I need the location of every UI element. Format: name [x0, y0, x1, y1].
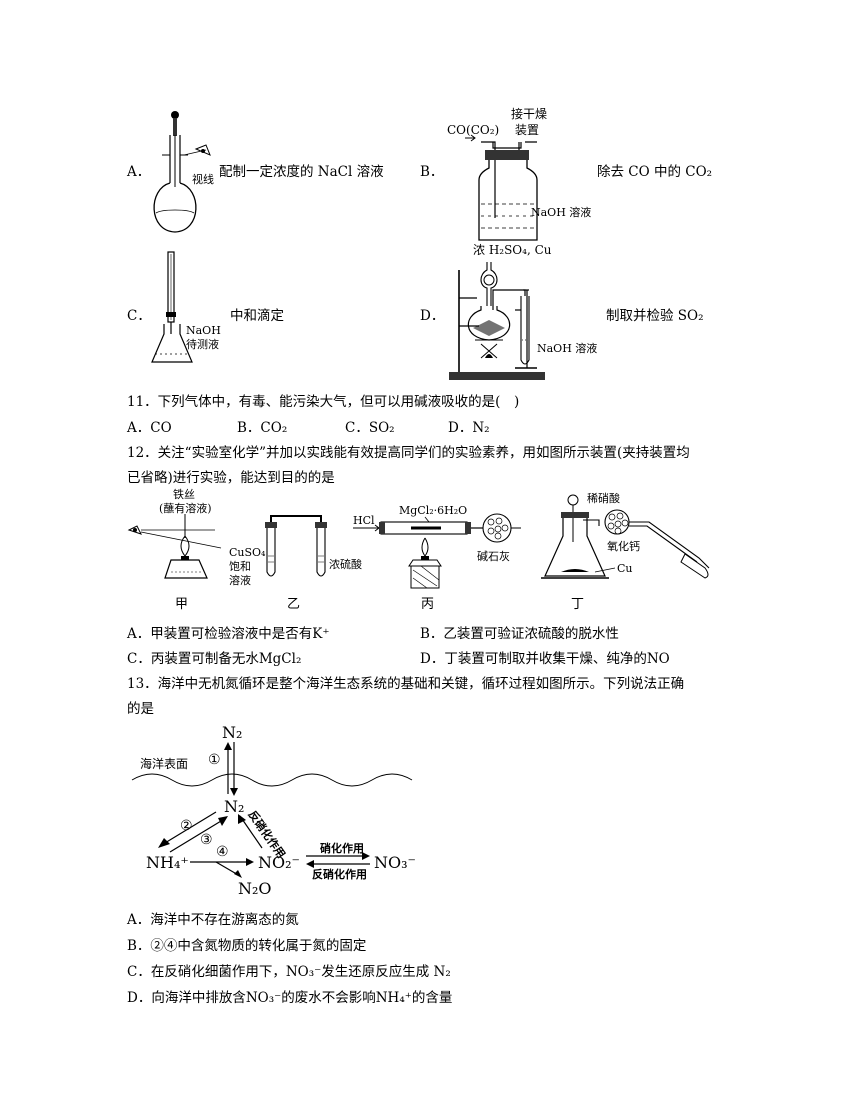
q12-bing-mgcl2-label: MgCl₂·6H₂O [399, 504, 467, 517]
q12-yi-label-3: 溶液 [229, 573, 251, 587]
q13-step-1: ① [208, 752, 221, 768]
q13-step-3: ③ [200, 832, 213, 848]
q10-c-solution-label: 待测液 [186, 337, 219, 351]
q13-nitrogen-cycle-diagram: N₂ 海洋表面 ① N₂ ② ③ 反硝化作用 NH₄⁺ ④ N₂O NO₂⁻ 硝… [131, 723, 416, 898]
q10-d-so2-apparatus-figure: 浓 H₂SO₄, Cu NaOH 溶液 [449, 243, 597, 380]
q13-option-b: B．②④中含氮物质的转化属于氮的固定 [127, 938, 367, 954]
q10-b-outlet-label-1: 接干燥 [511, 106, 547, 121]
q12-yi-label-1: CuSO₄ [229, 546, 266, 559]
q12-yi-label-2: 饱和 [229, 559, 251, 573]
q10-c-naoh-label: NaOH [186, 324, 221, 337]
q10-a-volumetric-flask-figure: 视线 [153, 111, 214, 233]
q12-option-c: C．丙装置可制备无水MgCl₂ [127, 651, 302, 667]
q10-a-letter: A． [127, 164, 151, 180]
q10-b-inlet-label: CO(CO₂) [447, 123, 499, 137]
q12-bing-lime-label: 碱石灰 [477, 549, 510, 563]
q13-n2o: N₂O [238, 879, 272, 898]
q12-yi-test-tube-figure: CuSO₄ 饱和 溶液 浓硫酸 [229, 515, 362, 587]
q12-bing-heating-tube-figure: HCl MgCl₂·6H₂O 碱石灰 [353, 504, 521, 589]
q10-a-sight-line-label: 视线 [192, 172, 214, 186]
q13-n2-top: N₂ [222, 723, 242, 742]
q13-stem-line-2: 的是 [127, 701, 154, 717]
q12-caption-ding: 丁 [571, 597, 584, 612]
q12-stem-line-2: 已省略)进行实验，能达到目的的是 [127, 470, 335, 486]
q10-d-caption: 制取并检验 SO₂ [606, 308, 704, 324]
q11-option-a: A．CO [127, 420, 172, 436]
q13-option-c: C．在反硝化细菌作用下，NO₃⁻发生还原反应生成 N₂ [127, 964, 451, 980]
q10-d-solution-label: NaOH 溶液 [537, 341, 597, 355]
q12-option-a: A．甲装置可检验溶液中是否有K⁺ [127, 626, 330, 642]
q12-ding-cao-label: 氧化钙 [607, 539, 640, 553]
q13-option-d: D．向海洋中排放含NO₃⁻的废水不会影响NH₄⁺的含量 [127, 990, 453, 1006]
q13-denitrification-label: 反硝化作用 [312, 867, 367, 881]
q13-option-a: A．海洋中不存在游离态的氮 [127, 912, 299, 928]
q13-no2: NO₂⁻ [258, 853, 300, 872]
q13-nitrification-label: 硝化作用 [320, 841, 364, 855]
q11-stem: 11．下列气体中，有毒、能污染大气，但可以用碱液吸收的是( ) [127, 394, 520, 410]
q12-caption-bing: 丙 [421, 597, 434, 612]
q12-caption-yi: 乙 [287, 597, 300, 612]
q13-step-4: ④ [216, 844, 229, 860]
q10-d-letter: D． [420, 308, 445, 324]
q10-a-caption: 配制一定浓度的 NaCl 溶液 [219, 164, 384, 180]
q12-caption-jia: 甲 [175, 597, 188, 612]
q10-d-reagent-label: 浓 H₂SO₄, Cu [473, 243, 552, 257]
q12-stem-line-1: 12．关注“实验室化学”并加以实践能有效提高同学们的实验素养，用如图所示装置(夹… [127, 445, 690, 461]
q12-ding-acid-label: 稀硝酸 [587, 491, 620, 505]
q12-bing-hcl-label: HCl [353, 514, 375, 527]
q10-b-solution-label: NaOH 溶液 [531, 205, 591, 219]
q13-sea-surface-label: 海洋表面 [140, 756, 188, 771]
q10-b-caption: 除去 CO 中的 CO₂ [597, 164, 713, 180]
q12-ding-cu-label: Cu [617, 562, 633, 575]
q12-jia-label-2: (蘸有溶液) [159, 501, 212, 515]
q10-b-letter: B． [420, 164, 444, 180]
q12-ding-flask-figure: 稀硝酸 氧化钙 Cu [541, 491, 710, 579]
q10-b-gas-washing-bottle-figure: CO(CO₂) 接干燥 装置 NaOH 溶液 [447, 106, 591, 241]
q12-yi-label-4: 浓硫酸 [329, 557, 362, 571]
q11-option-c: C．SO₂ [345, 420, 395, 436]
q11-option-d: D．N₂ [448, 420, 490, 436]
q13-no3: NO₃⁻ [374, 853, 416, 872]
q10-c-letter: C． [127, 308, 151, 324]
q13-nh4: NH₄⁺ [146, 853, 189, 872]
q10-c-titration-figure: NaOH 待测液 [151, 251, 221, 363]
q10-c-caption: 中和滴定 [230, 308, 284, 324]
q11-option-b: B．CO₂ [237, 420, 288, 436]
q12-jia-flame-test-figure: 铁丝 (蘸有溶液) [127, 488, 222, 579]
q12-apparatus-figure: 铁丝 (蘸有溶液) CuSO₄ 饱和 溶液 浓硫酸 HCl MgCl₂·6H₂O [127, 488, 710, 612]
q10-b-outlet-label-2: 装置 [515, 123, 539, 137]
q13-n2-middle: N₂ [224, 797, 244, 816]
q13-stem-line-1: 13．海洋中无机氮循环是整个海洋生态系统的基础和关键，循环过程如图所示。下列说法… [127, 676, 685, 692]
q12-jia-label-1: 铁丝 [173, 488, 195, 501]
q12-option-d: D．丁装置可制取并收集干燥、纯净的NO [420, 651, 670, 667]
q13-step-2: ② [180, 818, 193, 834]
q12-option-b: B．乙装置可验证浓硫酸的脱水性 [420, 626, 619, 642]
